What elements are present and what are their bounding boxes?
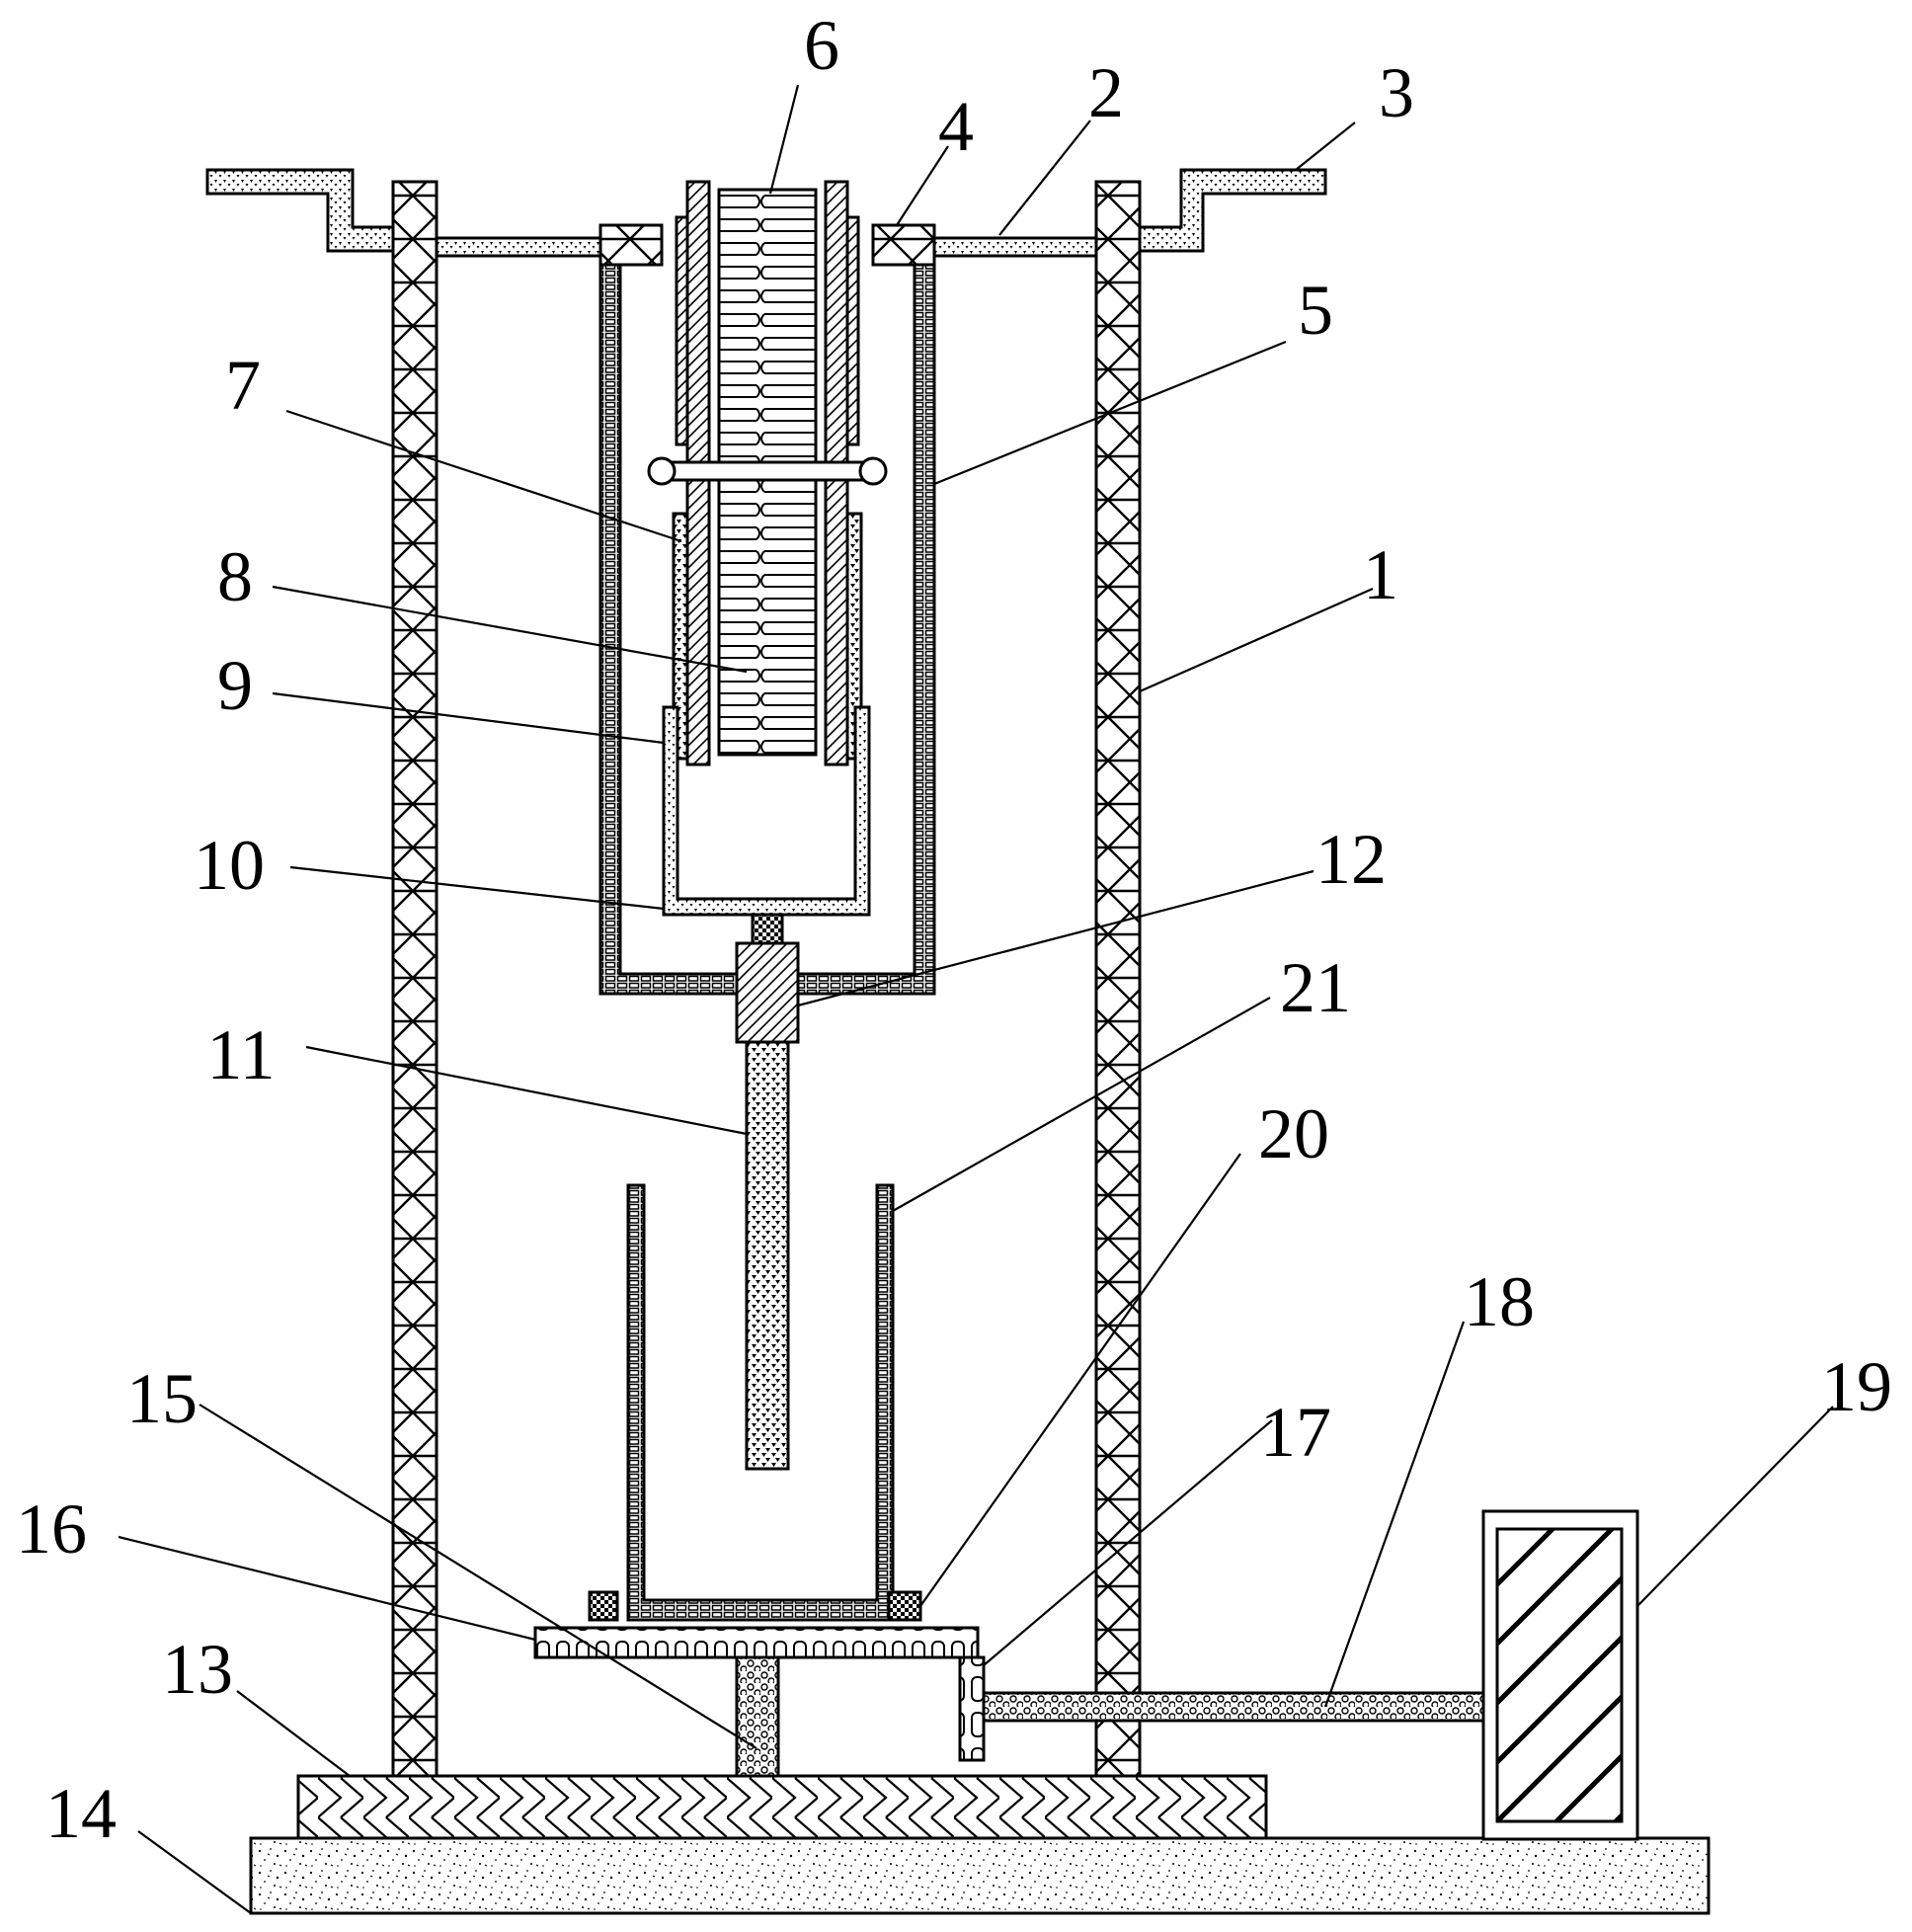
coupling-neck [751,913,784,946]
right-top-bracket [1138,168,1327,253]
container-vessel [626,1183,895,1622]
slider-cup [662,705,871,917]
right-bearing-block [871,223,936,267]
cross-pin-right-knob [858,456,888,486]
callout-12: 12 [1315,820,1387,899]
hanging-frame [598,263,936,996]
stirring-rod [745,1040,790,1471]
cross-pin-left-knob [647,456,677,486]
callout-20: 20 [1258,1094,1329,1173]
left-cross-bar [435,236,602,258]
callout-15: 15 [126,1359,198,1438]
callout-17: 17 [1260,1393,1331,1472]
callout-11: 11 [206,1015,275,1094]
callout-3: 3 [1379,53,1414,132]
callout-18: 18 [1464,1262,1535,1341]
ground-slab [249,1836,1711,1915]
turntable-shaft [735,1655,780,1778]
callout-2: 2 [1088,53,1124,132]
callout-1: 1 [1363,535,1398,614]
left-top-bracket [205,168,395,253]
cross-pin [658,460,877,482]
callout-21: 21 [1280,948,1351,1027]
callout-6: 6 [804,6,839,85]
motor-core [1495,1527,1624,1823]
callout-4: 4 [938,87,974,166]
callout-10: 10 [194,826,265,905]
right-column [1094,180,1142,1778]
left-clamp [588,1590,619,1622]
callout-5: 5 [1298,271,1333,350]
drive-shaft [982,1691,1497,1723]
callout-13: 13 [162,1630,233,1709]
leader-lines [118,84,1834,1914]
callout-19: 19 [1821,1347,1892,1426]
right-cross-bar [932,236,1098,258]
base-plate [296,1774,1268,1840]
drive-pinion [958,1655,986,1762]
callout-14: 14 [45,1774,117,1853]
callout-8: 8 [217,537,253,616]
callout-7: 7 [225,346,261,425]
left-bearing-block [598,223,664,267]
left-lower-rail [672,512,689,761]
callout-9: 9 [217,646,253,725]
right-clamp [887,1590,922,1622]
turntable-gear [533,1626,980,1659]
callout-16: 16 [16,1489,87,1569]
coupling-block [735,941,800,1044]
